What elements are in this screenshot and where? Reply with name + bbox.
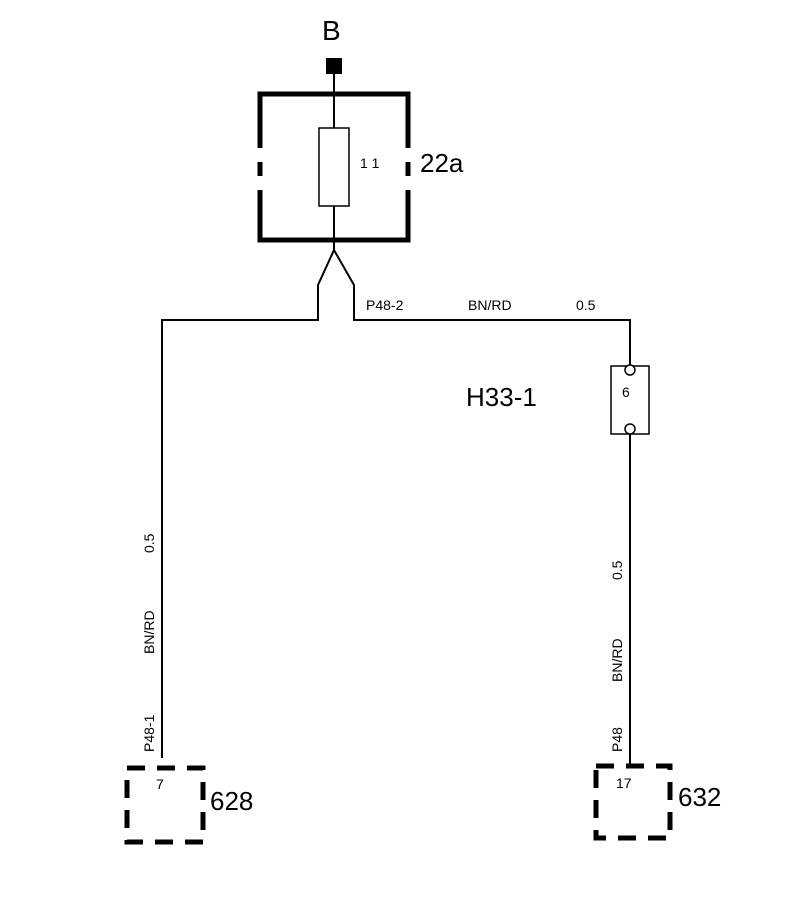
connector-pin-top	[624, 364, 636, 376]
connector-pin-number: 6	[622, 384, 630, 400]
wire-left-color: BN/RD	[141, 610, 157, 654]
connector-housing	[610, 365, 650, 435]
wire-right-size: 0.5	[609, 560, 625, 580]
component-632-pin: 17	[616, 775, 632, 791]
fuse-element	[318, 127, 350, 207]
fuse-box-id: 22a	[420, 148, 464, 178]
wire-top-color: BN/RD	[468, 297, 512, 313]
supply-label: B	[322, 15, 341, 46]
supply-terminal	[326, 58, 342, 74]
component-632-id: 632	[678, 782, 721, 812]
component-628-pin: 7	[156, 776, 164, 792]
wire-left-size: 0.5	[141, 533, 157, 553]
wire-top-pin: P48-2	[366, 297, 404, 313]
connector-pin-bottom	[624, 423, 636, 435]
fuse-number: 1 1	[360, 155, 380, 171]
wire-left-pin: P48-1	[141, 714, 157, 752]
wire-top-right	[333, 249, 631, 368]
wire-top-size: 0.5	[576, 297, 596, 313]
connector-id: H33-1	[466, 382, 537, 412]
wire-right-color: BN/RD	[609, 638, 625, 682]
component-628-box	[124, 765, 206, 845]
component-632-box	[593, 763, 673, 841]
component-628-id: 628	[210, 786, 253, 816]
wire-left	[161, 249, 335, 758]
wire-right-pin: P48	[609, 727, 625, 752]
